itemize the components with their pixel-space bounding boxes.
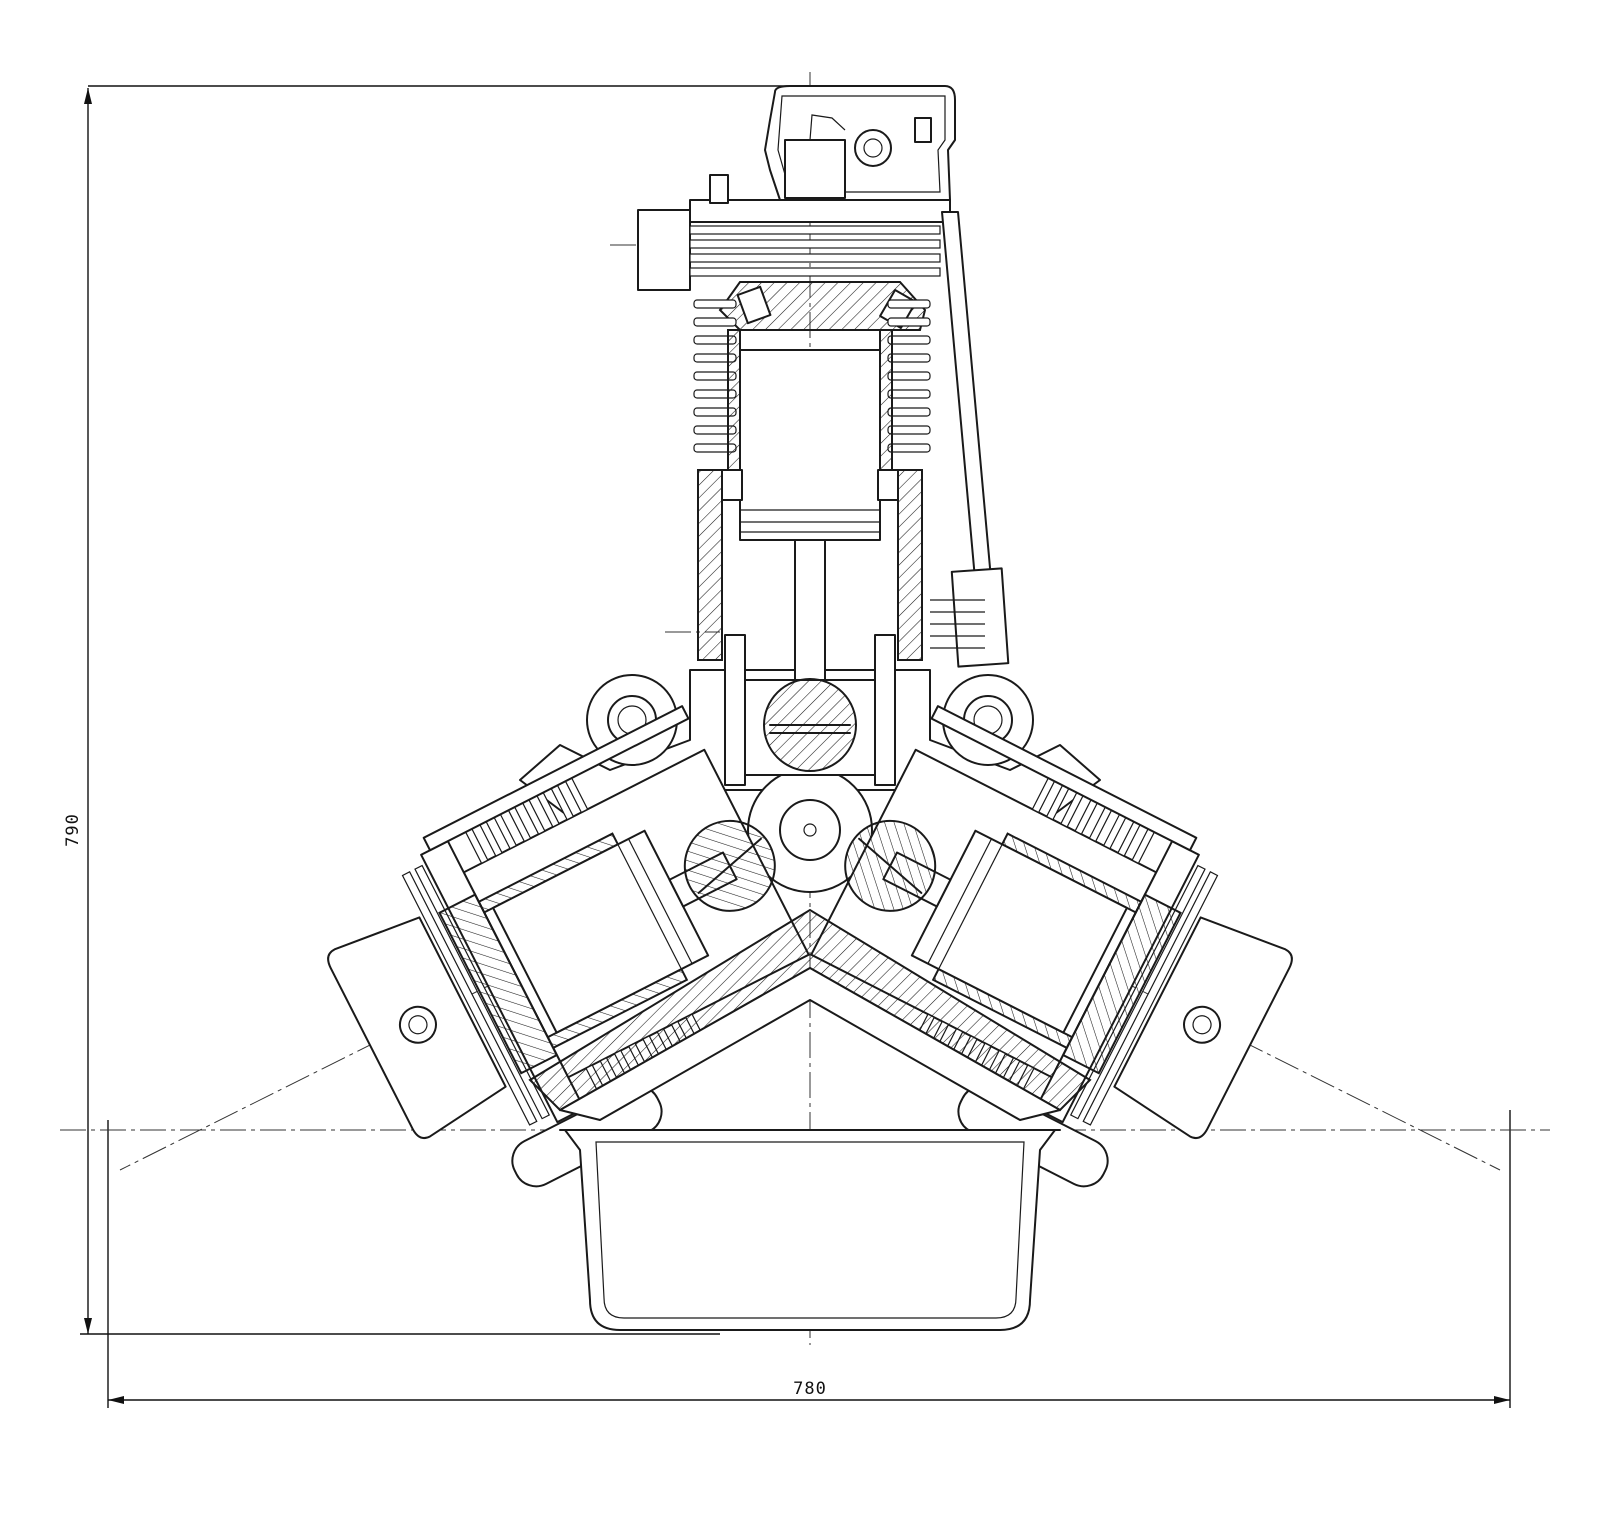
sump-housing: [528, 908, 1092, 1331]
top-push-rod: [941, 211, 993, 591]
top-tappet-fins: [930, 599, 985, 649]
top-barrel-fins-right: [887, 299, 931, 453]
top-cylinder: [586, 85, 1034, 786]
top-connecting-rod: [794, 539, 826, 681]
dimension-width: 780: [107, 1110, 1511, 1408]
top-piston: [739, 349, 881, 541]
oil-sump: [564, 1129, 1056, 1331]
height-dimension-label: 790: [63, 813, 83, 847]
dimension-height: 790: [63, 85, 800, 1335]
left-cylinder: [327, 705, 810, 1188]
width-dimension-label: 780: [793, 1379, 827, 1399]
top-barrel-fins-left: [693, 299, 737, 453]
top-head-fins: [689, 225, 941, 277]
